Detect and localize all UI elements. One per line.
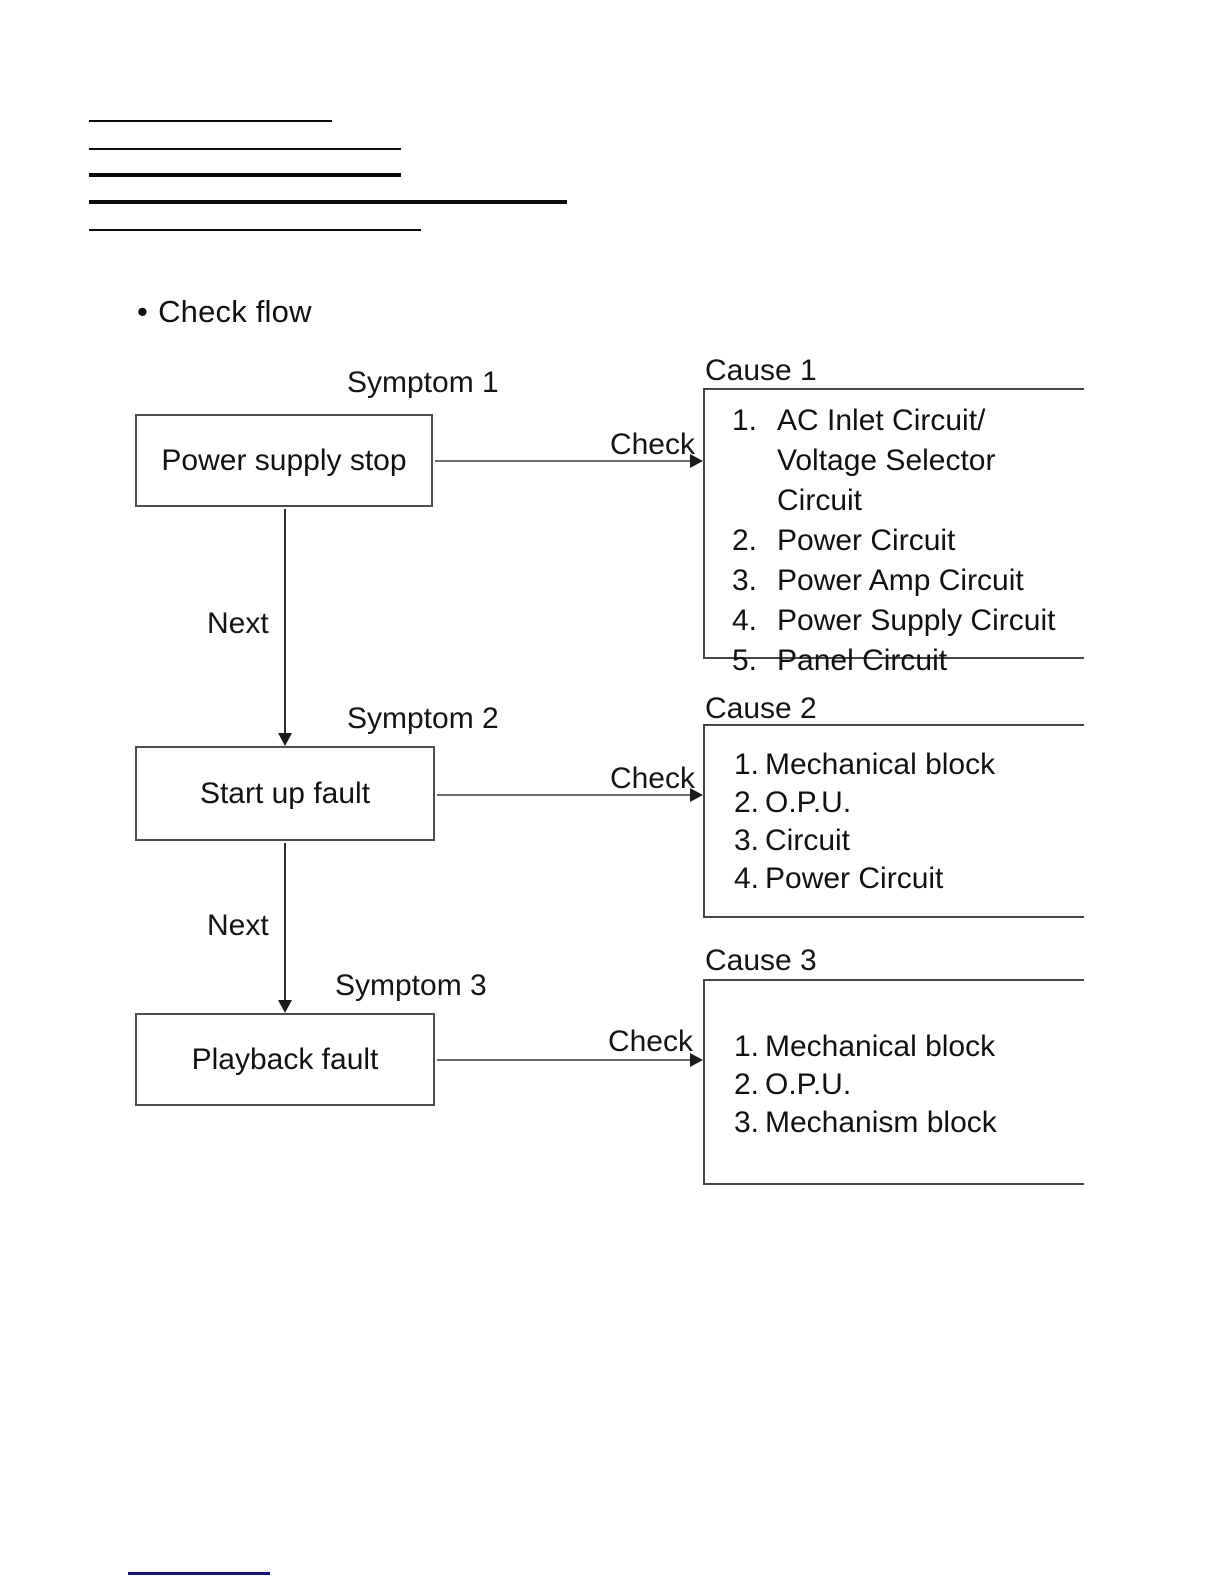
next2-connector-line xyxy=(284,843,286,1004)
cause-item-text: Circuit xyxy=(765,824,851,857)
cause-item-number: 2. xyxy=(732,524,758,557)
check2-label: Check xyxy=(609,762,695,795)
link-underline[interactable] xyxy=(128,1572,270,1575)
symptom3-box: Playback fault xyxy=(135,1013,435,1106)
redacted-text-line xyxy=(89,229,421,231)
cause-item-number: 1. xyxy=(734,1030,760,1063)
cause-item: 1.Mechanical block xyxy=(734,1028,1084,1066)
symptom2-label: Symptom 2 xyxy=(347,702,499,735)
cause-item: 4.Power Circuit xyxy=(734,860,1084,898)
next2-arrowhead-icon xyxy=(278,1000,292,1013)
cause-item-number: 5. xyxy=(732,644,758,677)
cause-item-text: O.P.U. xyxy=(765,786,852,819)
check1-label: Check xyxy=(609,428,695,461)
check2-arrowhead-icon xyxy=(690,788,703,802)
check3-connector-line xyxy=(437,1059,693,1061)
redacted-text-line xyxy=(89,200,567,204)
next1-arrowhead-icon xyxy=(278,733,292,746)
redacted-text-line xyxy=(89,120,332,122)
cause1-title: Cause 1 xyxy=(705,354,817,387)
cause-item: 3.Mechanism block xyxy=(734,1104,1084,1142)
next2-label: Next xyxy=(207,909,269,942)
cause-item-text: Mechanism block xyxy=(765,1106,997,1139)
symptom2-box: Start up fault xyxy=(135,746,435,841)
cause-item: 3.Circuit xyxy=(734,822,1084,860)
cause1-list: 1. AC Inlet Circuit/ Voltage Selector Cir… xyxy=(705,390,1084,681)
cause-item-text: Power Circuit xyxy=(765,862,944,895)
check1-connector-line xyxy=(435,460,693,462)
check3-label: Check xyxy=(607,1025,693,1058)
cause-item-number: 3. xyxy=(732,564,758,597)
cause-item: 5. Panel Circuit xyxy=(732,641,1084,681)
cause3-title: Cause 3 xyxy=(705,944,817,977)
cause-item-number: 4. xyxy=(734,862,760,895)
cause-item: 2.O.P.U. xyxy=(734,1066,1084,1104)
symptom1-box: Power supply stop xyxy=(135,414,433,507)
cause-item: 1. AC Inlet Circuit/ Voltage Selector Cir… xyxy=(732,401,1084,521)
symptom3-label: Symptom 3 xyxy=(335,969,487,1002)
cause-item-text: AC Inlet Circuit/ Voltage Selector Circu… xyxy=(777,404,996,517)
symptom1-box-text: Power supply stop xyxy=(161,443,407,477)
cause-item-number: 2. xyxy=(734,1068,760,1101)
bullet-icon: • xyxy=(137,294,149,329)
symptom3-box-text: Playback fault xyxy=(191,1042,379,1076)
cause-item-number: 1. xyxy=(732,404,758,437)
cause1-box: 1. AC Inlet Circuit/ Voltage Selector Cir… xyxy=(703,388,1084,677)
redacted-text-line xyxy=(89,173,401,177)
cause2-title: Cause 2 xyxy=(705,692,817,725)
redacted-text-line xyxy=(89,148,401,150)
cause-item-number: 3. xyxy=(734,1106,760,1139)
cause-item: 2.O.P.U. xyxy=(734,784,1084,822)
symptom1-label: Symptom 1 xyxy=(347,366,499,399)
section-heading-label: Check flow xyxy=(158,294,312,329)
cause-item-text: Mechanical block xyxy=(765,748,996,781)
check3-arrowhead-icon xyxy=(690,1053,703,1067)
cause-item: 1.Mechanical block xyxy=(734,746,1084,784)
cause-item-text: Power Supply Circuit xyxy=(777,604,1056,637)
next1-label: Next xyxy=(207,607,269,640)
cause-item-text: Mechanical block xyxy=(765,1030,996,1063)
check2-connector-line xyxy=(437,794,693,796)
cause-item-text: Power Amp Circuit xyxy=(777,564,1024,597)
cause-item-number: 2. xyxy=(734,786,760,819)
symptom2-box-text: Start up fault xyxy=(199,776,371,810)
check1-arrowhead-icon xyxy=(690,454,703,468)
cause-item-number: 1. xyxy=(734,748,760,781)
cause-item-text: Power Circuit xyxy=(777,524,956,557)
cause-item-text: O.P.U. xyxy=(765,1068,852,1101)
cause-item: 4. Power Supply Circuit xyxy=(732,601,1084,641)
cause-item-number: 4. xyxy=(732,604,758,637)
cause-item: 3. Power Amp Circuit xyxy=(732,561,1084,601)
section-heading: • Check flow xyxy=(137,294,312,330)
next1-connector-line xyxy=(284,509,286,737)
cause-item-number: 3. xyxy=(734,824,760,857)
cause-item-text: Panel Circuit xyxy=(777,644,948,677)
cause-item: 2. Power Circuit xyxy=(732,521,1084,561)
